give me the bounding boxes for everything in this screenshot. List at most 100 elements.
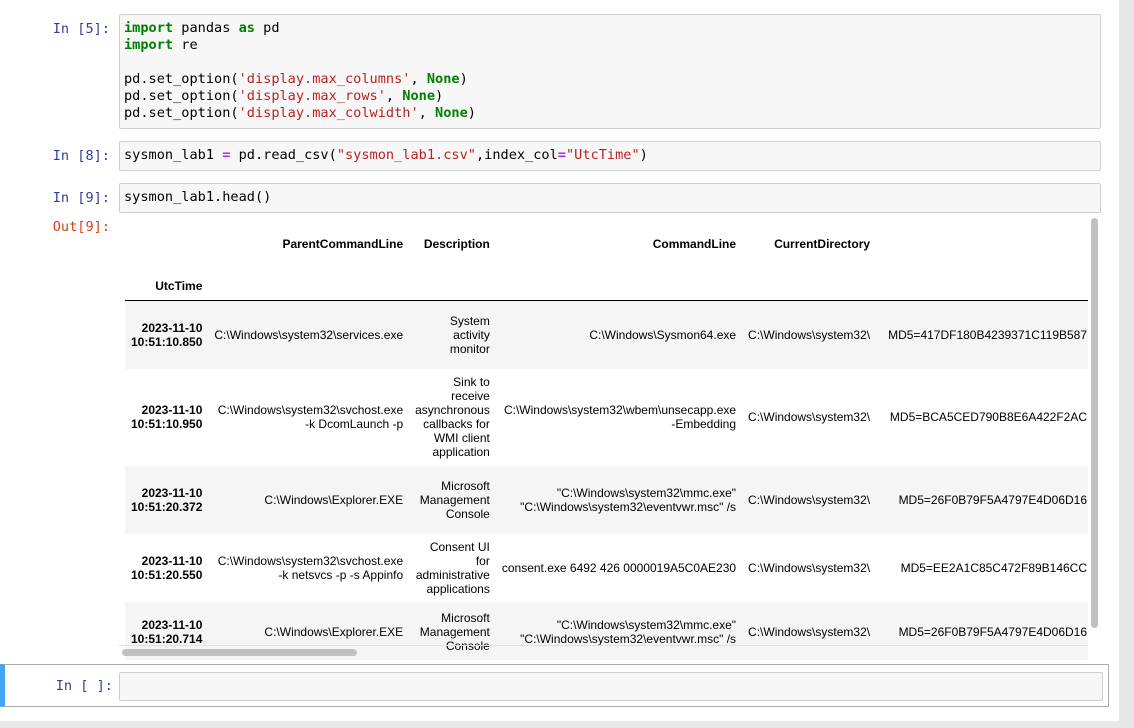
cell-line: -k netsvcs -p -s Appinfo bbox=[278, 567, 404, 582]
cell-line: C:\Windows\system32\svchost.exe bbox=[217, 403, 404, 417]
code-token: "sysmon_lab1.csv" bbox=[336, 147, 476, 163]
code-editor[interactable]: sysmon_lab1 = pd.read_csv("sysmon_lab1.c… bbox=[119, 141, 1101, 171]
cell-parentcommandline: C:\Windows\system32\svchost.exe-k netsvc… bbox=[208, 534, 409, 602]
code-token: pd bbox=[254, 20, 280, 36]
cell-line: "C:\Windows\system32\eventvwr.msc" /s bbox=[520, 631, 737, 646]
code-token: , bbox=[418, 105, 436, 121]
cell-line: -k DcomLaunch -p bbox=[305, 417, 404, 431]
code-token: sysmon_lab1 bbox=[124, 147, 223, 163]
cell-commandline: "C:\Windows\system32\mmc.exe""C:\Windows… bbox=[496, 466, 742, 534]
cell-line: C:\Windows\system32\services.exe bbox=[214, 327, 404, 342]
index-name-row: UtcTime bbox=[125, 272, 1088, 301]
code-token: import bbox=[124, 20, 174, 36]
output-prompt: Out[9]: bbox=[52, 219, 110, 235]
input-prompt: In [5]: bbox=[52, 21, 110, 37]
code-token: "UtcTime" bbox=[565, 147, 640, 163]
selected-empty-cell[interactable]: In [ ]: bbox=[0, 664, 1109, 707]
index-line: 10:51:20.550 bbox=[131, 567, 203, 582]
code-text[interactable]: sysmon_lab1 = pd.read_csv("sysmon_lab1.c… bbox=[120, 142, 1100, 169]
dataframe-output[interactable]: ParentCommandLine Description CommandLin… bbox=[119, 215, 1088, 660]
cell-line: "C:\Windows\system32\eventvwr.msc" /s bbox=[520, 499, 737, 514]
index-line: 10:51:10.850 bbox=[131, 334, 203, 349]
code-token: None bbox=[435, 105, 468, 121]
column-header-hashes bbox=[876, 215, 1088, 272]
code-token: pd.set_option( bbox=[124, 71, 239, 87]
cell-hashes: MD5=BCA5CED790B8E6A422F2AC bbox=[889, 410, 1088, 424]
cell-line: C:\Windows\Explorer.EXE bbox=[264, 492, 404, 507]
cell-line: "C:\Windows\system32\mmc.exe" bbox=[556, 617, 737, 632]
cell-line: C:\Windows\system32\svchost.exe bbox=[217, 553, 404, 568]
index-line: 10:51:20.714 bbox=[131, 631, 203, 646]
horizontal-scrollbar[interactable] bbox=[122, 649, 357, 656]
cell-line: "C:\Windows\system32\mmc.exe" bbox=[556, 485, 737, 500]
index-header-blank bbox=[125, 215, 208, 272]
cell-commandline: "C:\Windows\system32\mmc.exe""C:\Windows… bbox=[496, 602, 742, 661]
cell-line: asynchronous bbox=[415, 403, 490, 417]
cell-line: C:\Windows\system32\wbem\unsecapp.exe bbox=[503, 403, 737, 417]
empty-code-editor[interactable] bbox=[119, 672, 1103, 701]
cell-line: for bbox=[475, 553, 490, 568]
code-editor[interactable]: import pandas as pd import re pd.set_opt… bbox=[119, 14, 1101, 129]
code-token: 'display.max_columns' bbox=[238, 71, 411, 87]
code-token: ) bbox=[639, 147, 648, 163]
cell-currentdirectory: C:\Windows\system32\ bbox=[748, 327, 871, 342]
cell-parentcommandline: C:\Windows\system32\services.exe bbox=[208, 301, 409, 369]
index-line: 2023-11-10 bbox=[141, 320, 203, 335]
column-header-description: Description bbox=[423, 236, 490, 251]
cell-line: activity bbox=[453, 327, 490, 342]
code-text[interactable]: import pandas as pd import re pd.set_opt… bbox=[120, 15, 1100, 127]
cell-currentdirectory: C:\Windows\system32\ bbox=[748, 624, 871, 639]
vertical-scrollbar[interactable] bbox=[1091, 218, 1098, 628]
cell-currentdirectory: C:\Windows\system32\ bbox=[748, 492, 871, 507]
cell-line: Consent UI bbox=[429, 539, 490, 554]
cell-parentcommandline: C:\Windows\Explorer.EXE bbox=[208, 466, 409, 534]
notebook: In [5]: import pandas as pd import re pd… bbox=[0, 0, 1119, 721]
cell-commandline: C:\Windows\Sysmon64.exe bbox=[496, 301, 742, 369]
column-header-parentcommandline: ParentCommandLine bbox=[282, 236, 404, 251]
code-token: sysmon_lab1.head() bbox=[124, 189, 272, 205]
cell-hashes: MD5=EE2A1C85C472F89B146CC bbox=[900, 560, 1088, 575]
input-prompt: In [9]: bbox=[52, 190, 110, 206]
cell-line: administrative bbox=[415, 567, 490, 582]
cell-line: Microsoft bbox=[441, 478, 490, 493]
cell-line: Microsoft bbox=[441, 610, 490, 625]
index-line: 2023-11-10 bbox=[141, 553, 203, 568]
code-text[interactable]: sysmon_lab1.head() bbox=[120, 184, 1100, 211]
code-text[interactable] bbox=[120, 673, 1102, 683]
index-line: 2023-11-10 bbox=[141, 485, 203, 500]
output-divider bbox=[119, 645, 1088, 646]
code-token: re bbox=[173, 37, 198, 53]
cell-parentcommandline: C:\Windows\system32\svchost.exe-k DcomLa… bbox=[208, 369, 409, 466]
code-token: 'display.max_rows' bbox=[238, 88, 386, 104]
index-line: 10:51:20.372 bbox=[131, 499, 203, 514]
code-token: as bbox=[238, 20, 255, 36]
code-token: ,index_col bbox=[475, 147, 558, 163]
cell-line: Management bbox=[419, 624, 490, 639]
index-line: 2023-11-10 bbox=[141, 403, 203, 417]
cell-line: consent.exe 6492 426 0000019A5C0AE230 bbox=[501, 560, 737, 575]
cell-commandline: C:\Windows\system32\wbem\unsecapp.exe-Em… bbox=[496, 369, 742, 466]
cell-line: System bbox=[449, 313, 490, 328]
code-token: None bbox=[426, 71, 460, 87]
input-prompt: In [8]: bbox=[52, 148, 110, 164]
cell-line: applications bbox=[426, 581, 490, 596]
column-header-commandline: CommandLine bbox=[652, 236, 737, 251]
cell-line: C:\Windows\Explorer.EXE bbox=[264, 624, 404, 639]
code-editor[interactable]: sysmon_lab1.head() bbox=[119, 183, 1101, 213]
column-header-row: ParentCommandLine Description CommandLin… bbox=[125, 215, 1088, 272]
code-token: , bbox=[410, 71, 427, 87]
index-name-utctime: UtcTime bbox=[155, 279, 203, 293]
cell-hashes: MD5=417DF180B4239371C119B587 bbox=[888, 327, 1088, 342]
